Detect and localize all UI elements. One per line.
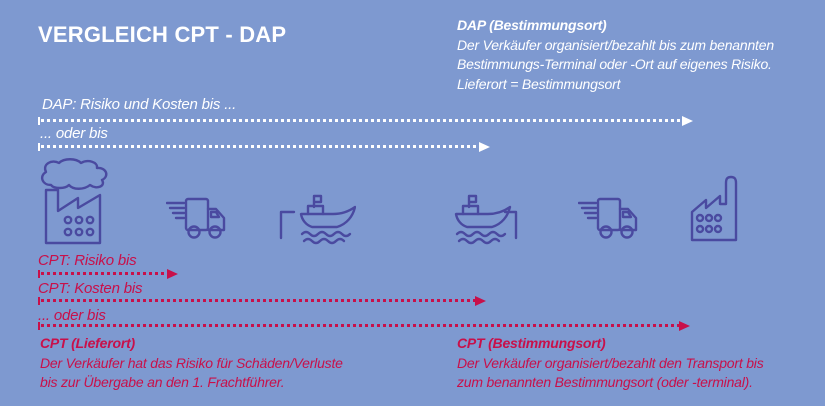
factory-origin-icon [38, 157, 114, 245]
dap-alt-arrow [38, 142, 490, 152]
dotted-line [41, 299, 476, 302]
arrow-start-tick [38, 143, 40, 151]
cpt-alt-label: ... oder bis [38, 307, 106, 324]
dap-description-line: Bestimmungs-Terminal oder -Ort auf eigen… [457, 56, 772, 72]
arrow-start-tick [38, 270, 40, 278]
dotted-line [41, 145, 480, 148]
dap-risk-cost-arrow [38, 116, 693, 126]
arrow-start-tick [38, 297, 40, 305]
cpt-lieferort-heading: CPT (Lieferort) [40, 335, 136, 351]
ship-departure-icon [276, 192, 356, 250]
arrowhead-icon [682, 116, 693, 126]
arrow-start-tick [38, 322, 40, 330]
cpt-risk-label: CPT: Risiko bis [38, 252, 137, 269]
cpt-cost-label: CPT: Kosten bis [38, 280, 143, 297]
ship-arrival-icon [453, 192, 521, 250]
factory-destination-icon [688, 172, 750, 242]
dotted-line [41, 272, 168, 275]
dotted-line [41, 119, 683, 122]
cpt-bestimmungsort-description: CPT (Bestimmungsort) Der Verkäufer organ… [457, 334, 764, 393]
arrowhead-icon [679, 321, 690, 331]
cpt-bestimmungsort-heading: CPT (Bestimmungsort) [457, 335, 606, 351]
cpt-risk-arrow [38, 269, 178, 279]
cpt-cost-arrow [38, 296, 486, 306]
arrowhead-icon [167, 269, 178, 279]
dap-alt-label: ... oder bis [40, 125, 108, 142]
arrow-start-tick [38, 117, 40, 125]
dap-risk-cost-label: DAP: Risiko und Kosten bis ... [42, 96, 237, 113]
dap-description: DAP (Bestimmungsort) Der Verkäufer organ… [457, 16, 774, 94]
dap-description-heading: DAP (Bestimmungsort) [457, 17, 607, 33]
truck-icon-2 [578, 194, 642, 242]
page-title: VERGLEICH CPT - DAP [38, 22, 287, 47]
cpt-lieferort-description: CPT (Lieferort) Der Verkäufer hat das Ri… [40, 334, 343, 393]
cpt-bestimmungsort-line: Der Verkäufer organisiert/bezahlt den Tr… [457, 354, 764, 371]
arrowhead-icon [479, 142, 490, 152]
cpt-bestimmungsort-line: zum benannten Bestimmungsort (oder -term… [457, 374, 753, 390]
dap-description-line: Lieferort = Bestimmungsort [457, 75, 621, 92]
cpt-lieferort-line: bis zur Übergabe an den 1. Frachtführer. [40, 374, 285, 390]
dotted-line [41, 324, 680, 327]
truck-icon-1 [166, 194, 230, 242]
arrowhead-icon [475, 296, 486, 306]
dap-description-line: Der Verkäufer organisiert/bezahlt bis zu… [457, 36, 774, 53]
cpt-alt-arrow [38, 321, 690, 331]
cpt-lieferort-line: Der Verkäufer hat das Risiko für Schäden… [40, 354, 343, 371]
